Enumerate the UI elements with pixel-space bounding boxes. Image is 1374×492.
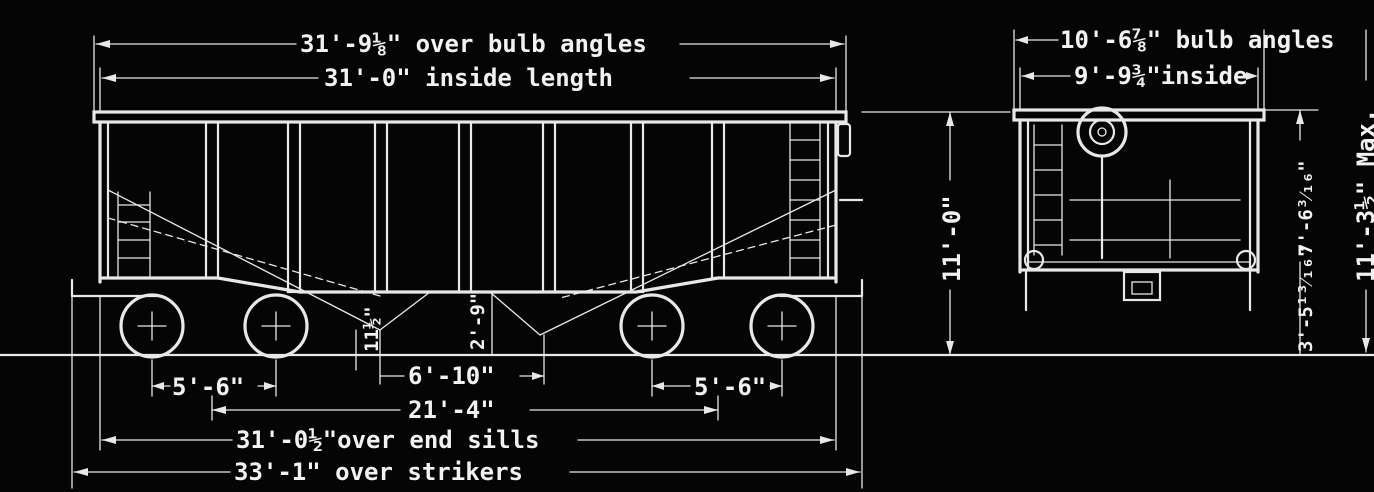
dim-wheelbase-left xyxy=(151,382,277,390)
interior-slope-left xyxy=(107,189,381,331)
label-inside-length: 31'-0" inside length xyxy=(324,64,613,92)
label-over-end-sills: 31'-0½"over end sills xyxy=(236,426,539,454)
dim-over-bulb-angles xyxy=(95,40,845,48)
dim-wheelbase-right xyxy=(651,382,783,390)
label-bulb-angles-width: 10'-6⅞" bulb angles xyxy=(1060,26,1335,54)
label-over-bulb-angles: 31'-9⅛" over bulb angles xyxy=(300,30,647,58)
slope-left xyxy=(216,276,302,294)
label-max-height: 11'-3½" Max. xyxy=(1352,109,1374,282)
interior-slope-right xyxy=(539,189,837,336)
brake-staff xyxy=(836,122,852,158)
brake-wheel xyxy=(1076,106,1128,158)
label-inside-width: 9'-9¾"inside xyxy=(1074,62,1247,90)
ladder-left xyxy=(117,191,151,277)
dim-inside-length xyxy=(101,74,835,82)
end-view: 10'-6⅞" bulb angles 9'-9¾"inside 7'-6³⁄₁… xyxy=(1012,26,1374,356)
wheel-2 xyxy=(243,293,309,359)
coupler xyxy=(1122,270,1162,302)
wheel-1 xyxy=(119,293,185,359)
dim-hopper-opening xyxy=(379,329,545,385)
end-top-chord xyxy=(1012,108,1266,122)
label-height-total: 11'-0" xyxy=(938,195,966,282)
label-over-strikers: 33'-1" over strikers xyxy=(234,458,523,486)
side-posts xyxy=(204,120,726,294)
dim-height-total: 11'-0" xyxy=(861,111,1011,356)
dim-over-end-sills xyxy=(101,436,835,444)
dim-over-strikers xyxy=(73,468,861,476)
side-view: 31'-9⅛" over bulb angles 31'-0" inside l… xyxy=(70,30,864,489)
slope-right xyxy=(634,276,720,294)
dim-truck-centers xyxy=(211,406,719,414)
label-wheelbase-right: 5'-6" xyxy=(694,373,766,401)
label-hopper-opening: 6'-10" xyxy=(408,362,495,390)
label-truck-centers: 21'-4" xyxy=(408,396,495,424)
label-hopper-height: 2'-9" xyxy=(467,293,489,350)
top-chord xyxy=(92,110,848,124)
label-body-height: 7'-6³⁄₁₆" xyxy=(1295,160,1317,255)
label-hopper-bottom: 11½" xyxy=(361,306,383,352)
label-wheelbase-left: 5'-6" xyxy=(172,373,244,401)
wheels xyxy=(119,293,815,359)
ladder-right xyxy=(789,121,821,277)
wheel-3 xyxy=(619,293,685,359)
wheel-4 xyxy=(749,293,815,359)
label-rail-to-floor: 3'-5¹³⁄₁₆" xyxy=(1295,246,1317,352)
